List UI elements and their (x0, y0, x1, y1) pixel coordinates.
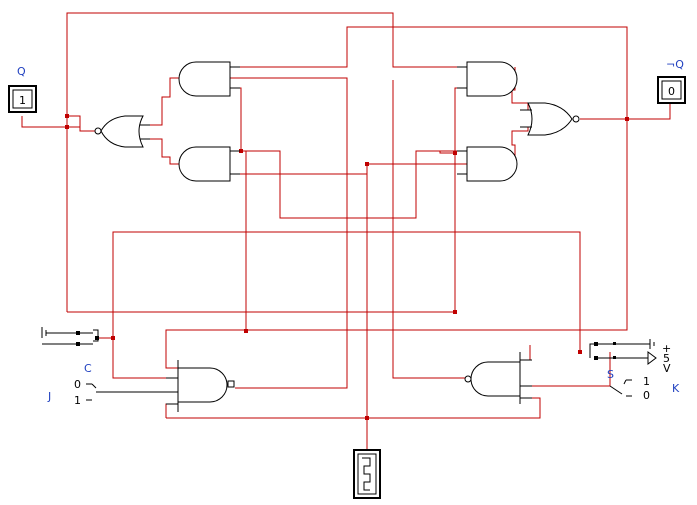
switch-s-label: S (607, 368, 614, 381)
power-voltage: 5 (663, 352, 670, 365)
indicator-not-q-value: 0 (668, 85, 675, 98)
and-gate-lower-right (457, 146, 518, 182)
wire-clock-bottom (166, 397, 541, 419)
switch-j[interactable]: J 0 1 (47, 378, 166, 407)
switch-k-option-bottom: 0 (643, 389, 650, 402)
wire-not-q-out (580, 104, 671, 120)
and-gate-upper-left (178, 61, 240, 97)
junction-dot (453, 151, 457, 155)
switch-j-option-bottom: 1 (74, 394, 81, 407)
switch-k-label: K (672, 382, 680, 395)
switch-k-option-top: 1 (643, 375, 650, 388)
indicator-q: Q 1 (8, 65, 37, 113)
wire-and-ul-out (230, 77, 348, 389)
wire-k-in (520, 345, 531, 361)
switch-j-option-top: 0 (74, 378, 81, 391)
wire-and-ll-out (230, 150, 467, 219)
wires (21, 12, 671, 450)
wire-top-loop (66, 12, 467, 312)
junction-dot (65, 125, 69, 129)
wire-mid-horizontal (416, 150, 455, 154)
indicator-not-q-label: ¬Q (666, 58, 684, 71)
switch-j-label: J (47, 390, 51, 403)
wire-left-mid-to-j (112, 338, 178, 379)
wire-left-mid-loop (112, 231, 581, 352)
wire-clock-to-j (165, 403, 178, 418)
and-gate-lower-left (178, 146, 240, 182)
indicator-q-value: 1 (19, 94, 26, 107)
wire-long-q-bus (67, 115, 81, 131)
junction-dot (453, 310, 457, 314)
nor-gate-right (520, 102, 580, 136)
nand-gate-k (464, 352, 532, 404)
wire-or-left-in-bot (143, 138, 180, 165)
indicator-q-label: Q (17, 65, 26, 78)
wire-or-left-in-top (143, 77, 180, 126)
junctions (65, 114, 629, 420)
and-gate-upper-right (457, 61, 518, 97)
junction-dot (365, 416, 369, 420)
wire-and-ul-in (230, 87, 242, 152)
wire-and-ur-in (392, 80, 467, 379)
wire-q-out (21, 116, 67, 128)
power-source: + 5 V (589, 339, 671, 375)
indicator-not-q: ¬Q 0 (657, 58, 686, 104)
wire-q-node (67, 126, 95, 132)
junction-dot (578, 350, 582, 354)
nand-gate-j (166, 360, 235, 412)
wire-nor-right-in-bot (511, 127, 529, 164)
junction-dot (625, 117, 629, 121)
wire-and-ur-in2 (454, 87, 467, 312)
junction-dot (65, 114, 69, 118)
nor-gate-left (94, 115, 150, 148)
switch-c[interactable]: C (41, 327, 113, 375)
junction-dot (244, 329, 248, 333)
switch-c-label: C (84, 362, 92, 375)
switch-k[interactable]: S K 1 0 (607, 368, 680, 402)
power-unit: V (663, 362, 671, 375)
power-plus: + (662, 342, 671, 355)
clock-generator (353, 449, 381, 499)
junction-dot (365, 162, 369, 166)
junction-dot (239, 149, 243, 153)
